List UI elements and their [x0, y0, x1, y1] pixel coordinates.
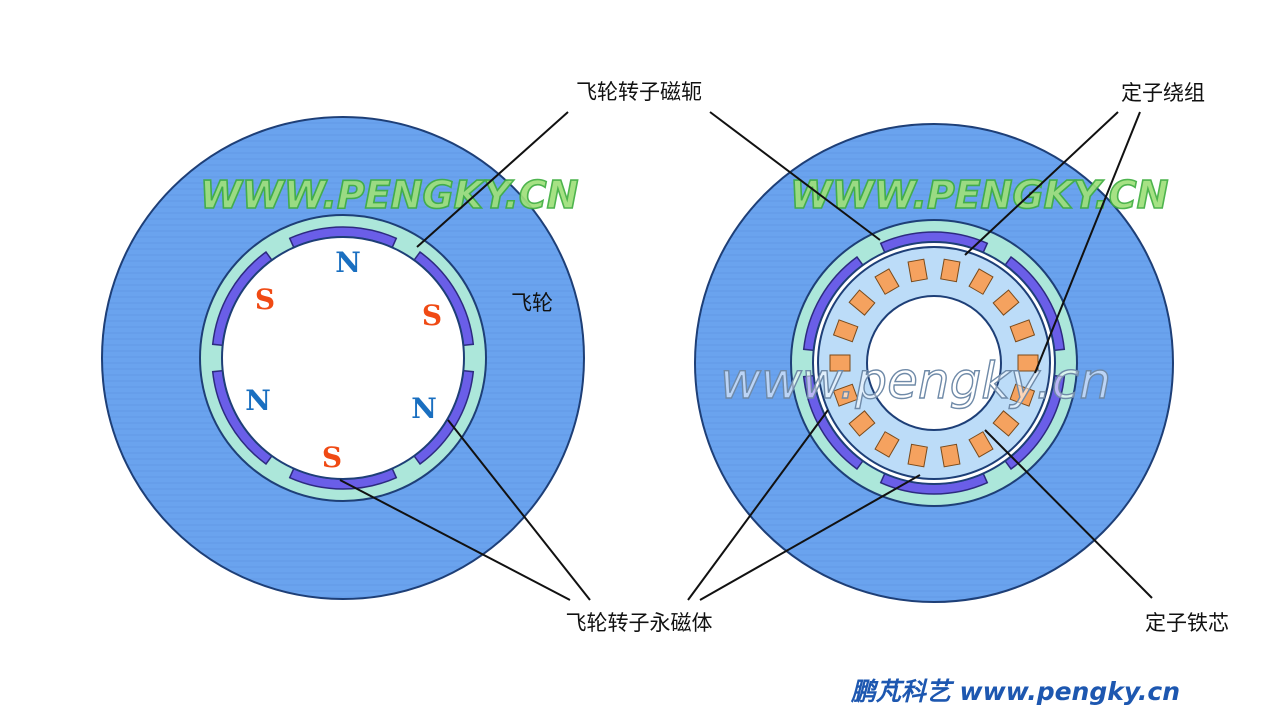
stator-tooth-8 — [968, 431, 994, 458]
stator-tooth-15 — [832, 319, 859, 343]
leader-magnet-2 — [447, 419, 591, 601]
stator-tooth-9 — [940, 443, 961, 468]
stator-tooth-6 — [1009, 383, 1036, 407]
leader-magnet-1 — [339, 479, 571, 601]
stator-tooth-13 — [832, 383, 859, 407]
stator-tooth-2 — [968, 268, 994, 295]
stator-tooth-17 — [874, 268, 900, 295]
stator-bore — [866, 295, 1002, 431]
stator-tooth-12 — [848, 410, 876, 437]
leader-yoke-right — [709, 111, 881, 241]
left-flywheel-assembly: N S S N N S — [101, 116, 585, 600]
right-flywheel-assembly — [694, 123, 1174, 603]
watermark-center: www.pengky.cn — [720, 352, 1111, 410]
pole-labels: N S S N N S — [245, 246, 442, 474]
pole-label-4: N — [245, 384, 271, 417]
stator-tooth-3 — [992, 289, 1020, 316]
stator-tooth-10 — [907, 443, 928, 468]
leader-yoke-left — [416, 111, 569, 248]
stator-tooth-18 — [907, 258, 928, 283]
leader-magnet-3 — [687, 409, 829, 601]
label-rotor-magnets: 飞轮转子永磁体 — [566, 611, 713, 635]
pole-label-3: S — [422, 299, 442, 332]
stator-tooth-16 — [848, 289, 876, 316]
label-flywheel: 飞轮 — [511, 291, 553, 315]
leader-lines — [339, 111, 1153, 601]
pole-label-2: S — [255, 283, 275, 316]
leader-winding-2 — [1034, 111, 1141, 374]
brand-footer: 鹏芃科艺 www.pengky.cn — [850, 677, 1180, 706]
stator-windings — [829, 258, 1039, 468]
leader-core — [984, 429, 1153, 599]
stator-tooth-1 — [940, 258, 961, 283]
stator-tooth-4 — [1009, 319, 1036, 343]
stator-tooth-11 — [874, 431, 900, 458]
leader-winding-1 — [964, 111, 1119, 256]
pole-label-6: S — [322, 441, 342, 474]
stator-tooth-7 — [992, 410, 1020, 437]
watermark-right: WWW.PENGKY.CN — [790, 173, 1168, 217]
label-stator-winding: 定子绕组 — [1121, 81, 1205, 105]
pole-label-5: N — [411, 392, 437, 425]
leader-magnet-4 — [699, 474, 921, 601]
label-stator-core: 定子铁芯 — [1145, 611, 1229, 635]
stator-tooth-14 — [829, 354, 851, 372]
label-rotor-yoke: 飞轮转子磁轭 — [576, 80, 702, 104]
left-bore — [221, 236, 465, 480]
pole-label-1: N — [335, 246, 361, 279]
watermark-left: WWW.PENGKY.CN — [200, 173, 578, 217]
